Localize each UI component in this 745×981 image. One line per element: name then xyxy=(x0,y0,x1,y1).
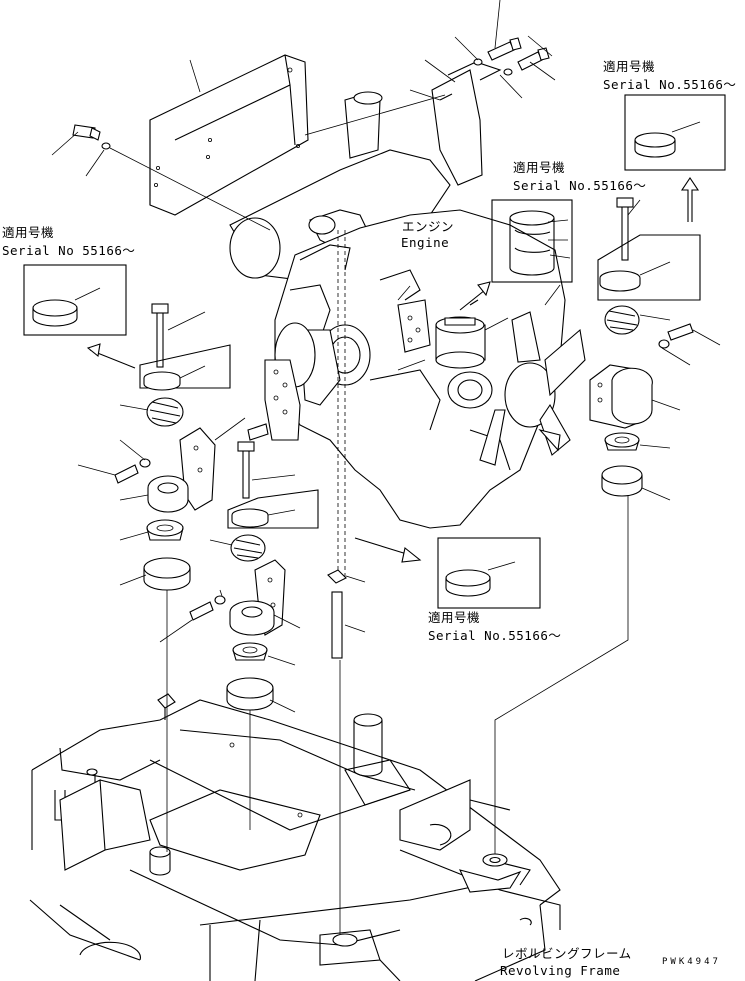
serial-label-left-jp: 適用号機 xyxy=(2,225,55,240)
serial-box-left xyxy=(23,264,136,369)
engine-label-en: Engine xyxy=(401,235,450,250)
center-pin xyxy=(327,230,366,940)
serial-label-center-no: Serial No.55166〜 xyxy=(428,628,562,643)
center-front-mount xyxy=(159,423,319,713)
muffler-bracket xyxy=(431,61,502,186)
serial-label-engine-no: Serial No.55166〜 xyxy=(513,178,647,193)
serial-box-engine xyxy=(459,199,573,311)
right-mount xyxy=(494,197,721,860)
leader-lines xyxy=(166,590,251,852)
left-rear-mount xyxy=(77,303,246,591)
engine xyxy=(264,209,586,529)
bracket-bolts xyxy=(409,0,556,101)
serial-box-right xyxy=(624,94,726,222)
serial-label-right-no: Serial No.55166〜 xyxy=(603,77,737,92)
cover-bolt xyxy=(51,59,446,231)
serial-label-right-jp: 適用号機 xyxy=(603,59,656,74)
muffler-cover xyxy=(149,54,309,216)
serial-label-center-jp: 適用号機 xyxy=(428,610,481,625)
frame-label-en: Revolving Frame xyxy=(500,963,621,978)
serial-label-left-no: Serial No 55166〜 xyxy=(2,243,136,258)
engine-label-jp: エンジン xyxy=(402,219,455,234)
serial-box-center xyxy=(354,537,541,609)
frame-label-jp: レボルビングフレーム xyxy=(502,946,632,961)
drawing-code: PWK4947 xyxy=(662,957,721,967)
muffler xyxy=(229,91,451,291)
revolving-frame xyxy=(29,693,561,981)
serial-label-engine-jp: 適用号機 xyxy=(513,160,566,175)
